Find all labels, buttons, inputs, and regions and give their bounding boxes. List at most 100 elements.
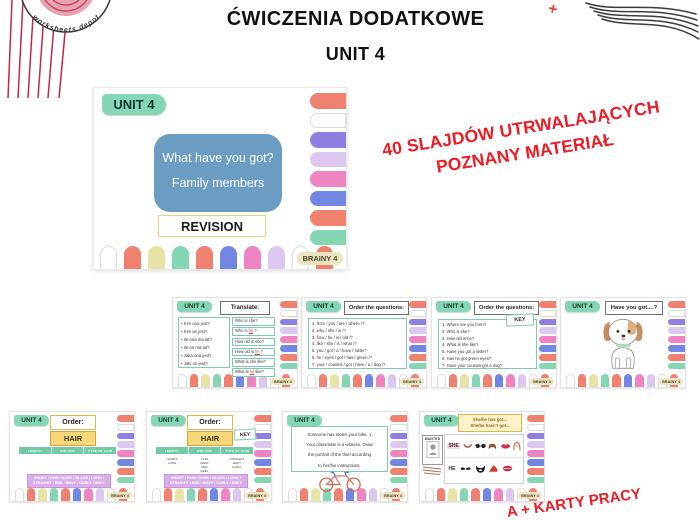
thumb-hair-order-key: UNIT 4 Order: HAIR KEY LENGTH COLOUR TYP… — [146, 411, 272, 502]
wanted-poster: WANTED — [422, 435, 443, 465]
title-line2: UNIT 4 — [325, 44, 386, 64]
arch-decoration — [189, 374, 198, 387]
hair-table-body — [19, 455, 116, 473]
arch-decoration — [175, 488, 184, 501]
lips-icon — [500, 444, 510, 449]
task-text-box: Someone has stolen your bike. :( Your cl… — [291, 426, 388, 472]
tab-pill-decoration — [254, 432, 271, 440]
thumb-have-you-got: UNIT 4 Have you got....? BRAINY 4 — [560, 297, 686, 388]
tab-pill-decoration — [310, 93, 346, 109]
tab-pill-decoration — [527, 458, 544, 466]
unit-badge: UNIT 4 — [287, 415, 322, 426]
table-cell: GREY — [200, 468, 209, 473]
arch-decoration — [425, 488, 434, 501]
puppy-illustration — [603, 318, 643, 369]
arch-decoration — [330, 374, 339, 387]
tab-pill-decoration — [668, 344, 685, 352]
arch-decoration — [483, 374, 492, 387]
brainy-badge: BRAINY 4 — [297, 252, 343, 265]
moustache-icon — [461, 466, 471, 470]
arch-decoration — [26, 488, 35, 501]
tab-pill-decoration — [280, 309, 297, 317]
answer-text: Who is — [235, 328, 249, 334]
tab-pill-decoration — [409, 336, 426, 343]
slide-title: Translate: — [220, 301, 270, 315]
tab-pill-decoration — [254, 450, 271, 457]
tab-pill-decoration — [409, 362, 426, 370]
tab-pill-decoration — [280, 353, 297, 361]
worksheets-depot-logo: worksheets depot — [21, 0, 111, 34]
tab-pill-decoration — [280, 344, 297, 352]
tab-pill-decoration — [254, 458, 271, 466]
answer-text: How old is she? — [235, 338, 264, 344]
tab-pill-decoration — [539, 336, 556, 343]
answer-text: How old is — [235, 348, 256, 354]
unit-badge: UNIT 4 — [436, 301, 471, 312]
tab-pill-decoration — [539, 301, 556, 308]
arch-decoration — [95, 488, 104, 501]
tab-pill-decoration — [254, 467, 271, 475]
arch-decoration — [448, 374, 457, 387]
tab-pill-decoration — [390, 476, 407, 484]
table-cell: CURLY — [232, 464, 242, 469]
arch-decoration — [566, 374, 575, 387]
tab-pill-decoration — [668, 309, 685, 317]
table-column: STRAIGHT WAVY CURLY — [221, 455, 253, 473]
arch-decoration — [201, 374, 210, 387]
column-header: TYPE OF HAIR — [84, 447, 117, 454]
polish-questions-box: Kim ona jest? Kim on jest? Ile ona ma la… — [178, 317, 230, 368]
arch-decoration — [460, 374, 469, 387]
unit-badge: UNIT 4 — [102, 94, 166, 115]
long-hair-icon — [513, 441, 521, 450]
slide-question: What have you got? — [162, 151, 274, 165]
tab-pill-decoration — [668, 353, 685, 361]
slide-title: Order: — [187, 415, 233, 430]
tab-pill-decoration — [390, 423, 407, 431]
he-row: HE — [445, 457, 523, 479]
arch-decoration — [494, 374, 503, 387]
tab-pill-column — [527, 415, 544, 484]
list-item: Has he got green eyes? — [446, 355, 492, 361]
brainy-badge: BRAINY 4 — [518, 492, 542, 499]
arch-decoration — [341, 374, 350, 387]
answer-key: he — [249, 369, 255, 376]
task-line: Someone has stolen your bike. :( — [307, 432, 372, 437]
arch-decoration — [148, 246, 165, 269]
tab-pill-decoration — [310, 151, 346, 167]
arch-decoration — [494, 488, 503, 501]
list-item: how / he / is / old /? — [316, 334, 353, 340]
tab-pill-decoration — [668, 362, 685, 370]
word-bank-line: STRAIGHT / RED / WAVY / CURLY / GREY — [32, 481, 106, 485]
arch-decoration — [318, 374, 327, 387]
answer-text: What is she like? — [235, 359, 266, 365]
column-header: COLOUR — [188, 447, 221, 454]
arch-decoration — [364, 374, 373, 387]
table-cell: RED — [201, 464, 208, 469]
list-item: Where are you from? — [446, 322, 487, 327]
thumb-has-got: UNIT 4 She/he has got... She/he hasn't g… — [419, 411, 545, 502]
tab-pill-decoration — [117, 415, 134, 422]
table-column: FAIR DARK RED GREY BLACK — [188, 455, 220, 477]
table-cell: STRAIGHT — [229, 456, 245, 461]
tab-pill-decoration — [310, 229, 346, 245]
tab-pill-decoration — [117, 467, 134, 475]
thumb-hair-order: UNIT 4 Order: HAIR LENGTH COLOUR TYPE OF… — [9, 411, 135, 502]
word-bank-line: SHORT / FAIR / DARK / BLACK / LONG / — [171, 475, 241, 480]
arch-decoration — [459, 488, 468, 501]
arch-decoration — [471, 374, 480, 387]
list-item: Ile on ma lat? — [181, 344, 227, 352]
hair-table-body: SHORT LONG FAIR DARK RED GREY BLACK STRA… — [156, 455, 253, 477]
tab-pill-decoration — [310, 210, 346, 226]
tab-pill-decoration — [390, 415, 407, 422]
list-item: Have your cousins got a dog? — [446, 362, 503, 368]
task-line: Your classmate is a witness. Draw — [306, 442, 373, 448]
title-line: She/he has got... — [472, 416, 508, 422]
arch-decoration — [247, 374, 256, 387]
arch-decoration — [299, 488, 308, 501]
tab-pill-column — [390, 415, 407, 484]
tab-pill-decoration — [527, 423, 544, 431]
brainy-badge: BRAINY 4 — [400, 378, 424, 385]
list-item: like / she / is / what /? — [316, 341, 357, 347]
thumb-stolen-bike: UNIT 4 Someone has stolen your bike. :( … — [282, 411, 408, 502]
brainy-badge: BRAINY 4 — [530, 378, 554, 385]
